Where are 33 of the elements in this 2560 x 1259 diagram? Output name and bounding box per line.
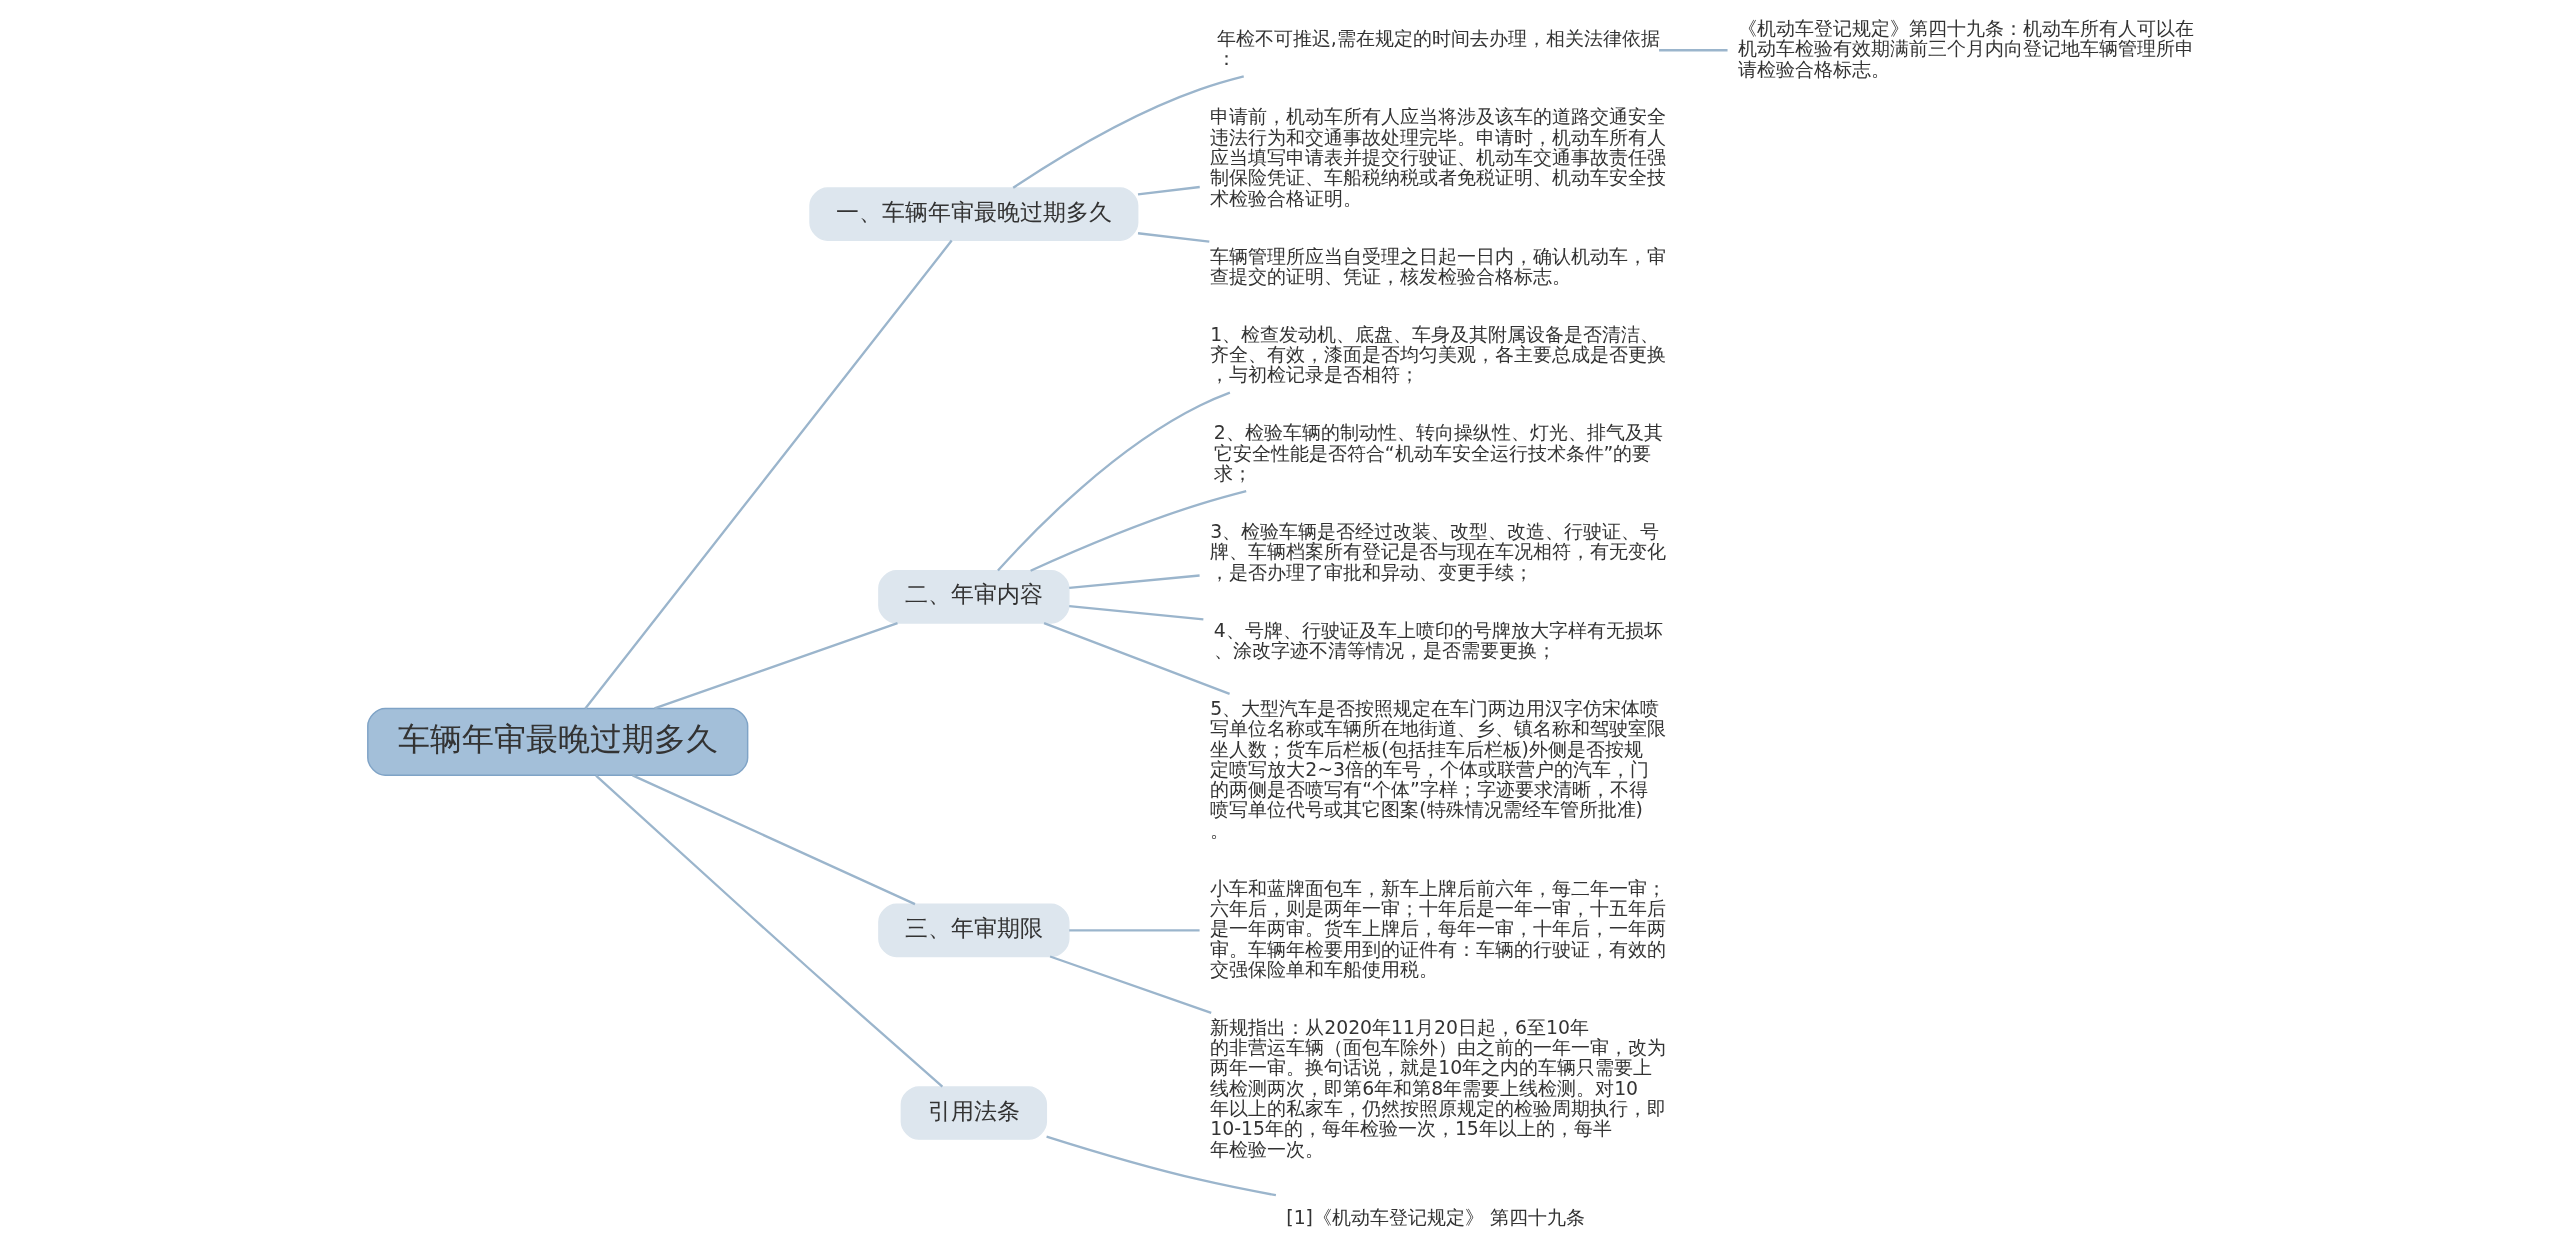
- connector: [1068, 574, 1200, 590]
- node-text: 年检不可推迟,需在规定的时间去办理，相关法律依据：: [1216, 28, 1660, 70]
- node-box: 车辆年审最晚过期多久: [366, 707, 748, 776]
- node-text: [1]《机动车登记规定》 第四十九条: [1285, 1206, 1585, 1228]
- connector: [1068, 929, 1200, 932]
- node-text: 1、检查发动机、底盘、车身及其附属设备是否清洁、齐全、有效，漆面是否均匀美观，各主要总成是否更换，与初检记录是否相符；: [1209, 323, 1666, 386]
- connector: [1137, 232, 1209, 243]
- connector: [1049, 955, 1212, 1014]
- node-text: 车辆管理所应当自受理之日起一日内，确认机动车，审查提交的证明、凭证，核发检验合格标志。: [1209, 245, 1666, 287]
- connector: [653, 622, 898, 710]
- node-box: 引用法条: [900, 1086, 1047, 1140]
- node-text: 《机动车登记规定》第四十九条：机动车所有人可以在机动车检验有效期满前三个月内向登记地车辆管理所申请检验合格标志。: [1737, 17, 2194, 80]
- node-box: 一、车辆年审最晚过期多久: [808, 187, 1138, 241]
- connector: [1068, 605, 1203, 621]
- node-text: 新规指出：从2020年11月20日起，6至10年的非营运车辆（面包车除外）由之前的一年一审，改为两年一审。换句话说，就是10年之内的车辆只需要上线检测两次，即第6年和第8年需要上线检测。对10年以上的私家车，仍然按照原规定的检验周期执行，即10-15年的，每年检验一次，15年以上的，每半年检验一次。: [1209, 1016, 1666, 1160]
- node-text: 3、检验车辆是否经过改装、改型、改造、行驶证、号牌、车辆档案所有登记是否与现在车况相符，有无变化，是否办理了审批和异动、变更手续；: [1209, 521, 1666, 583]
- connector: [1043, 622, 1230, 695]
- connector: [1137, 185, 1200, 196]
- node-text: 2、检验车辆的制动性、转向操纵性、灯光、排气及其它安全性能是否符合“机动车安全运行技术条件”的要求；: [1213, 422, 1663, 485]
- node-text: 4、号牌、行驶证及车上喷印的号牌放大字样有无损坏、涂改字迹不清等情况，是否需要更换；: [1213, 619, 1663, 661]
- connector: [594, 774, 943, 1088]
- node-box: 二、年审内容: [877, 570, 1070, 624]
- connector: [1029, 489, 1246, 572]
- node-text: 小车和蓝牌面包车，新车上牌后前六年，每二年一审；六年后，则是两年一审；十年后是一年一审，十五年后是一年两审。货车上牌后，每年一审，十年后，一年两审。车辆年检要用到的证件有：车辆的行驶证，有效的交强保险单和车船使用税。: [1209, 877, 1666, 980]
- connector: [1045, 1135, 1276, 1197]
- connector: [1012, 75, 1244, 189]
- connector: [996, 391, 1230, 572]
- connector: [583, 239, 953, 710]
- node-box: 三、年审期限: [877, 903, 1070, 958]
- connector: [631, 774, 915, 906]
- node-text: 申请前，机动车所有人应当将涉及该车的道路交通安全违法行为和交通事故处理完毕。申请时，机动车所有人应当填写申请表并提交行驶证、机动车交通事故责任强制保险凭证、车船税纳税或者免税证明、机动车安全技术检验合格证明。: [1209, 106, 1666, 209]
- connector: [1658, 49, 1728, 52]
- node-text: 5、大型汽车是否按照规定在车门两边用汉字仿宋体喷写单位名称或车辆所在地街道、乡、镇名称和驾驶室限坐人数；货车后栏板(包括挂车后栏板)外侧是否按规定喷写放大2~3倍的车号，个体或联营户的汽车，门的两侧是否喷写有“个体”字样；字迹要求清晰，不得喷写单位代号或其它图案(特殊情况需经车管所批准)。: [1209, 697, 1666, 841]
